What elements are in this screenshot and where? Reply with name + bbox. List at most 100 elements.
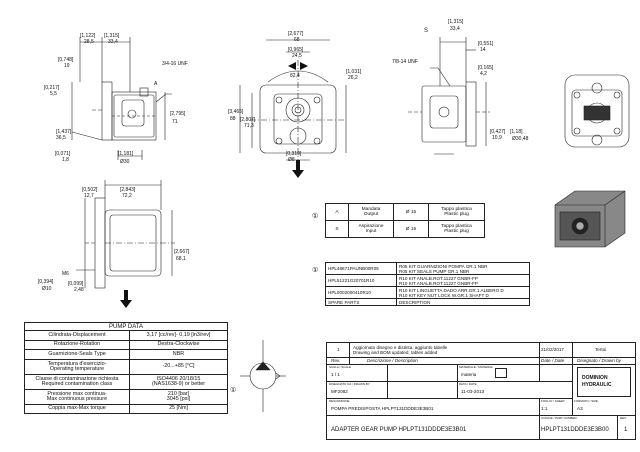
dim-label: 36,5 [56,135,66,141]
date-value: 11-03-2013 [461,389,485,394]
table-row: HPL51221G20701R10 R10 KIT ANALB.ROT.1122… [325,274,530,287]
column-header: Date / Date [541,358,565,363]
field-label: CODICE / PART NUMBER [541,416,577,420]
column-header: Descrizione / Description [367,358,418,363]
dim-label: [0,965] [288,47,304,53]
table-row: Cilindrata-Displacement 3,17 [cc/rev]- 0… [24,330,228,341]
spec-label: Pressione max continua- Max continuous p… [24,388,130,405]
dim-label: 68 [294,37,300,43]
dim-label: 82,4 [290,73,300,79]
revision-value: 1 [624,427,628,433]
dim-label: [0,551] [478,41,494,47]
dim-label: 12,7 [84,193,94,199]
description-en: ADAPTER GEAR PUMP HPLPT131DDDE3E3B01 [331,427,467,433]
dim-label: [0,748] [58,57,74,63]
dim-label: [0,394] [38,279,54,285]
table-row: Pressione max continua- Max continuous p… [24,388,228,405]
field-label: DATA / DATE [459,382,477,386]
dim-label: [0,217] [44,85,60,91]
revision-number: 1 [337,347,340,352]
dim-label: [2,807] [240,117,256,123]
dim-label: Ø8 [288,157,295,163]
spec-value: -20...+85 [°C] [129,358,228,375]
port-plug: Tappo plastica Plastic plug [428,203,485,221]
field-label: FOGLIO / SHEET [541,399,565,403]
spec-value: 25 [Nm] [129,403,228,414]
dim-label: M6 [62,271,69,277]
dim-label: [0,427] [490,129,506,135]
arrow-down-icon [292,160,304,178]
dim-label: [0,071] [55,151,71,157]
dim-label: 33,4 [450,26,460,32]
description-it: POMPA PREDISPOSTA HPLPT131DDDE3E3B01 [331,406,434,411]
company-logo: DOMINION HYDRAULIC [577,367,631,397]
note-marker: ① [230,387,237,394]
column-header: SPARE PARTS [325,298,397,306]
spec-label: Coppia max-Max torque [24,403,130,414]
dim-label: [0,099] [68,281,84,287]
port-label: S [424,28,429,34]
dim-label: 72,2 [122,193,132,199]
field-label: DESCRIZIONE [329,399,350,403]
dim-label: [2,843] [120,187,136,193]
table-row: Temperatura d'esercizio- Operating tempe… [24,358,228,375]
spec-label: Rotazione-Rotation [24,339,130,350]
spec-label: Classe di contaminazione richiesta Requi… [24,373,130,390]
table-row: HPL0002000410R10 R10 KIT LINGUETTA DADO … [325,286,530,299]
dim-label: 19 [64,63,70,69]
dim-label: 1,8 [62,157,69,163]
dim-label: 4,2 [480,71,487,77]
dim-label: [0,319] [286,151,302,157]
column-header: DESCRIPTION [396,298,530,306]
projection-symbol-icon [495,368,507,378]
dim-label: [1,181] [118,151,134,157]
isometric-view [554,190,626,248]
dim-label: 14 [480,47,486,53]
dim-label: Ø10 [42,286,52,292]
spec-value: 3,17 [cc/rev]- 0,19 [in3/rev] [129,330,228,341]
table-title: PUMP DATA [24,322,228,331]
rear-view [408,37,490,155]
spec-value: Destra-Clockwise [129,339,228,350]
dim-label: Ø30,48 [512,136,529,142]
bottom-view [76,180,175,289]
title-block: 1 Aggiornato disegno e distinta, aggiunt… [326,342,636,440]
spec-label: Guarnizione-Seals Type [24,349,130,360]
part-code: HPL0002000410R10 [325,286,397,299]
dim-label: 2,48 [74,287,84,293]
dim-label: 24,5 [292,53,302,59]
port-label: A [325,203,349,221]
dim-label: 26,2 [348,75,358,81]
dim-label: [1,031] [346,69,362,75]
revision-description: Aggiornato disegno e distinta, aggiunto … [353,345,448,355]
field-label: SCALA / SCALE [329,365,352,369]
pump-data-table: PUMP DATA Cilindrata-Displacement 3,17 [… [24,322,228,414]
table-row: HPL48671PAUNB00R05 R05 KIT GUARNIZIONI P… [325,262,530,275]
port-size: Ø 15 [393,203,429,221]
scale-value: 1 / 1 [331,372,340,377]
dim-label: 88 [230,116,236,122]
dim-label: Ø30 [120,159,130,165]
field-label: MATERIALE / MATERIAL [459,365,494,369]
spec-value: ISO4406 20/18/15 (NAS1638-9) or better [129,373,228,390]
table-row: Classe di contaminazione richiesta Requi… [24,373,228,390]
dim-label: [2,795] [170,111,186,117]
spec-label: Cilindrata-Displacement [24,330,130,341]
table-row: Rotazione-Rotation Destra-Clockwise [24,339,228,350]
table-row: S Aspirazione Input Ø 15 Tappo plastica … [325,220,485,238]
dim-label: [1,315] [104,33,120,39]
dim-label: [1,18] [510,129,523,135]
column-header: Disegnato / Drawn by [577,358,621,363]
table-row: A Mandata Output Ø 15 Tappo plastica Pla… [325,203,485,221]
spec-value: NBR [129,349,228,360]
spec-label: Temperatura d'esercizio- Operating tempe… [24,358,130,375]
dim-label: [1,437] [56,129,72,135]
table-header-row: SPARE PARTS DESCRIPTION [325,298,530,306]
dim-label: A [154,81,158,87]
revision-author: Tertoi [595,347,607,352]
part-description: R10 KIT LINGUETTA DADO ARR.GR.1 ALBERO D… [396,286,530,299]
end-view [564,74,630,148]
dim-label: 3/4-16 UNF [162,61,188,67]
dim-label: 33,4 [108,39,118,45]
